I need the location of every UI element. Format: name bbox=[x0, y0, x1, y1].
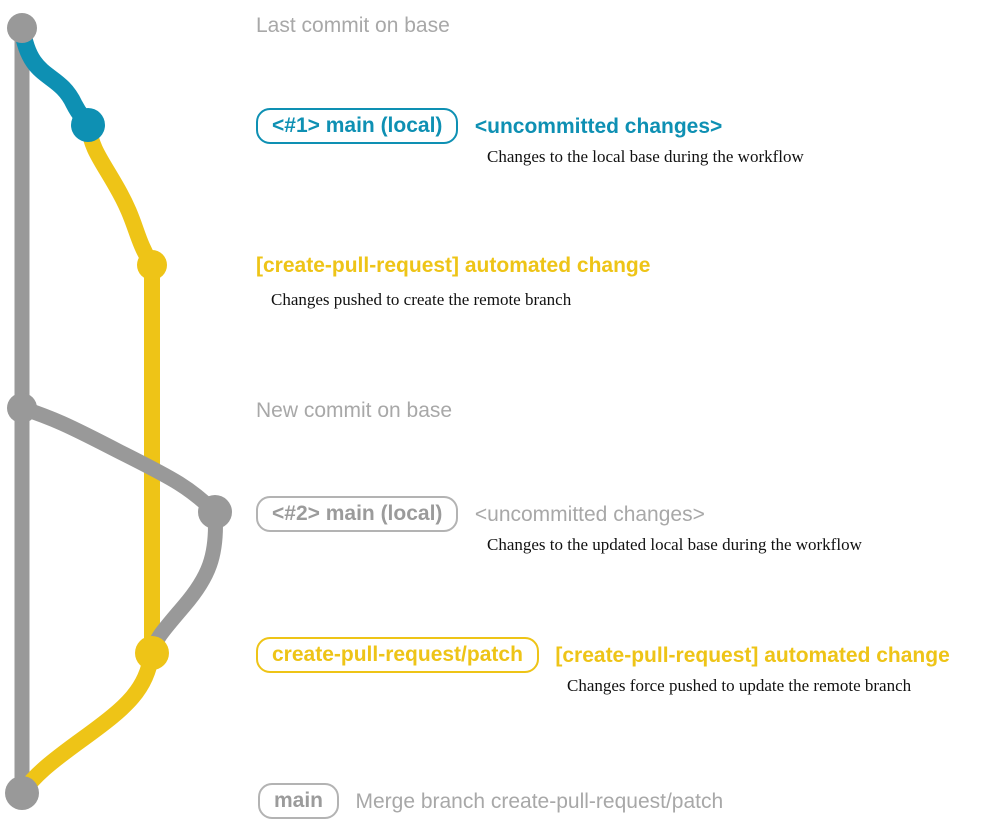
ref-badge-local-main-2[interactable]: <#2> main (local) bbox=[256, 496, 459, 532]
new-base-commit-node bbox=[7, 393, 37, 423]
entry-local-main-1-note: Changes to the local base during the wor… bbox=[487, 147, 804, 166]
entry-automated-change-2-subject: [create-pull-request] automated change bbox=[555, 643, 950, 667]
gray-branch-line-out bbox=[14, 400, 223, 520]
patch-commit-1-node bbox=[137, 250, 167, 280]
entry-local-main-2-note: Changes to the updated local base during… bbox=[487, 535, 862, 554]
yellow-branch-line-upper bbox=[80, 117, 160, 273]
yellow-merge-line bbox=[14, 645, 160, 801]
entry-last-commit-on-base-subject: Last commit on base bbox=[256, 14, 450, 37]
ref-badge-main[interactable]: main bbox=[258, 783, 340, 819]
base-head-node bbox=[7, 13, 37, 43]
entry-local-main-2: <#2> main (local) <uncommitted changes> bbox=[256, 496, 705, 532]
entry-local-main-2-subject: <uncommitted changes> bbox=[474, 502, 705, 526]
entry-automated-change-1-note: Changes pushed to create the remote bran… bbox=[271, 290, 572, 309]
entry-local-main-1-subject: <uncommitted changes> bbox=[474, 114, 723, 138]
entry-merge-commit-subject: Merge branch create-pull-request/patch bbox=[355, 789, 724, 813]
entry-automated-change-2: create-pull-request/patch [create-pull-r… bbox=[256, 637, 950, 673]
local-main-1-node bbox=[71, 108, 105, 142]
entry-automated-change-1-subject: [create-pull-request] automated change bbox=[256, 254, 651, 277]
entry-merge-commit: main Merge branch create-pull-request/pa… bbox=[258, 783, 723, 819]
entry-local-main-1: <#1> main (local) <uncommitted changes> bbox=[256, 108, 722, 144]
ref-badge-create-pull-request-patch[interactable]: create-pull-request/patch bbox=[256, 637, 539, 673]
local-main-2-node bbox=[198, 495, 232, 529]
patch-commit-2-node bbox=[135, 636, 169, 670]
entry-new-commit-on-base-subject: New commit on base bbox=[256, 399, 453, 422]
merge-commit-node bbox=[5, 776, 39, 810]
entry-automated-change-2-note: Changes force pushed to update the remot… bbox=[567, 676, 912, 695]
ref-badge-local-main-1[interactable]: <#1> main (local) bbox=[256, 108, 459, 144]
